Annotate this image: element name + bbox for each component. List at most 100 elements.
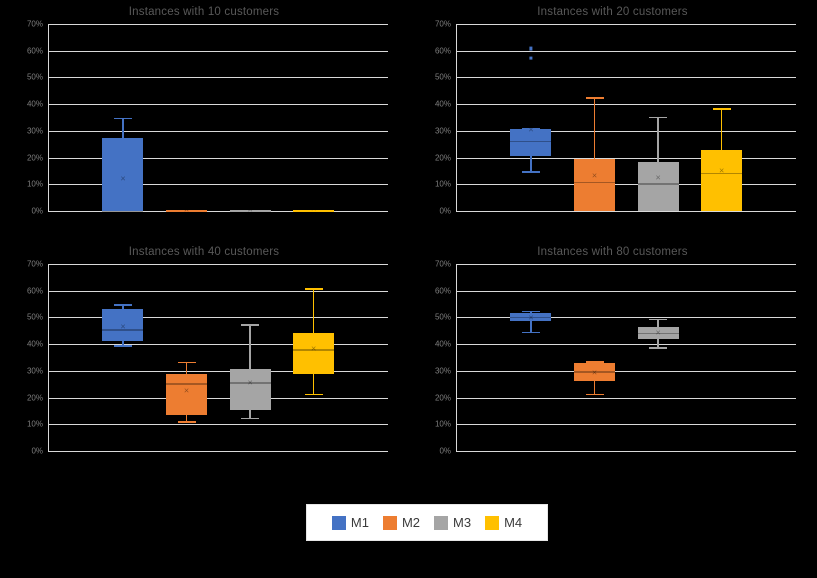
whisker-cap-upper xyxy=(521,310,540,313)
y-axis-tick-label: 50% xyxy=(434,72,451,82)
whisker-cap-lower xyxy=(177,421,196,423)
y-axis-tick-label: 30% xyxy=(434,366,451,376)
gridline xyxy=(456,130,796,132)
y-axis-tick-label: 50% xyxy=(434,312,451,322)
whisker-upper xyxy=(249,324,251,369)
box-body xyxy=(102,308,144,342)
panel-10-customers: Instances with 10 customers 70%60%50%40%… xyxy=(0,0,408,240)
whisker-cap-upper xyxy=(521,128,540,130)
whisker-lower xyxy=(530,321,532,334)
gridline xyxy=(48,130,388,132)
whisker-cap-lower xyxy=(113,345,132,347)
whisker-cap-upper xyxy=(585,361,604,363)
y-axis-tick-label: 70% xyxy=(434,259,451,269)
outlier-point xyxy=(529,56,533,60)
box-body xyxy=(510,313,552,322)
legend-item-m3[interactable]: M3 xyxy=(434,515,471,530)
mean-marker-x: × xyxy=(528,124,534,135)
median-line xyxy=(102,211,144,213)
mean-marker-x: × xyxy=(247,204,253,215)
panel-80-customers: Instances with 80 customers 70%60%50%40%… xyxy=(408,240,817,480)
gridline xyxy=(48,211,388,212)
panel-20-customers: Instances with 20 customers 70%60%50%40%… xyxy=(408,0,817,240)
box-body xyxy=(637,162,679,211)
mean-marker-x: × xyxy=(183,385,190,396)
y-axis-tick-label: 70% xyxy=(26,19,43,29)
box-body xyxy=(102,137,144,211)
whisker-upper xyxy=(720,108,723,151)
y-axis-tick-label: 60% xyxy=(26,46,43,56)
legend-item-m4[interactable]: M4 xyxy=(485,515,522,530)
mean-marker-x: × xyxy=(120,173,126,184)
whisker-cap-upper xyxy=(712,108,731,110)
gridline xyxy=(456,424,796,426)
gridline xyxy=(456,184,796,186)
median-line xyxy=(574,371,616,373)
gridline xyxy=(48,424,388,426)
plot-area-1: 70%60%50%40%30%20%10%0%×××× xyxy=(435,20,796,216)
chart-title: Instances with 10 customers xyxy=(128,6,280,18)
y-axis-tick-label: 40% xyxy=(434,339,451,349)
chart-title: Instances with 80 customers xyxy=(537,246,688,258)
gridline xyxy=(48,451,388,452)
y-axis-tick-label: 30% xyxy=(434,126,451,136)
gridline xyxy=(48,290,388,292)
whisker-cap-upper xyxy=(649,116,668,119)
legend-label: M3 xyxy=(453,515,472,530)
gridline xyxy=(456,344,796,346)
whisker-upper xyxy=(185,361,188,375)
y-axis-tick-label: 0% xyxy=(31,206,43,216)
whisker-upper xyxy=(593,97,596,159)
gridline xyxy=(456,50,796,52)
y-axis-tick-label: 20% xyxy=(26,153,43,163)
y-axis-line xyxy=(456,24,457,211)
plot-area-2: 70%60%50%40%30%20%10%0%×××× xyxy=(27,260,388,456)
chart-title: Instances with 20 customers xyxy=(537,6,688,18)
whisker-cap-upper xyxy=(241,324,260,326)
median-line xyxy=(637,183,679,185)
mean-marker-x: × xyxy=(528,312,534,323)
flat-box-line xyxy=(166,210,208,212)
chart-grid: Instances with 10 customers 70%60%50%40%… xyxy=(0,0,817,480)
flat-box-line xyxy=(293,210,335,212)
mean-marker-x: × xyxy=(591,170,598,181)
legend-item-m2[interactable]: M2 xyxy=(382,515,420,530)
whisker-lower xyxy=(530,156,532,174)
whisker-upper xyxy=(122,304,124,309)
median-line xyxy=(510,316,552,319)
panel-40-customers: Instances with 40 customers 70%60%50%40%… xyxy=(0,240,408,480)
median-line xyxy=(510,141,552,143)
legend-label: M4 xyxy=(504,515,523,530)
whisker-lower xyxy=(312,374,315,396)
gridline xyxy=(456,317,796,319)
whisker-cap-upper xyxy=(304,288,323,290)
gridline xyxy=(456,397,796,399)
y-axis-tick-label: 10% xyxy=(26,419,43,429)
whisker-lower xyxy=(593,381,596,396)
whisker-cap-lower xyxy=(241,417,260,420)
plot-area-0: 70%60%50%40%30%20%10%0%×××× xyxy=(27,20,388,216)
y-axis-tick-label: 10% xyxy=(434,179,451,189)
legend-item-m1[interactable]: M1 xyxy=(331,515,369,530)
mean-marker-x: × xyxy=(655,172,661,183)
mean-marker-x: × xyxy=(311,203,317,214)
gridline xyxy=(48,50,388,52)
y-axis-line xyxy=(48,24,49,211)
median-line xyxy=(293,349,335,351)
legend-swatch-icon xyxy=(485,515,500,530)
whisker-lower xyxy=(249,410,251,420)
gridline xyxy=(48,264,388,265)
whisker-upper xyxy=(122,117,124,138)
y-axis-tick-label: 60% xyxy=(434,46,451,56)
gridline xyxy=(456,157,796,159)
whisker-cap-lower xyxy=(304,393,323,396)
median-line xyxy=(229,382,271,384)
chart-legend: M1 M2 M3 M4 xyxy=(306,504,548,541)
flat-box-line xyxy=(229,210,271,212)
legend-swatch-icon xyxy=(434,515,448,530)
whisker-cap-upper xyxy=(649,318,668,321)
whisker-cap-lower xyxy=(649,347,668,349)
chart-title: Instances with 40 customers xyxy=(128,246,280,258)
y-axis-tick-label: 40% xyxy=(434,99,451,109)
y-axis-tick-label: 30% xyxy=(26,366,43,376)
